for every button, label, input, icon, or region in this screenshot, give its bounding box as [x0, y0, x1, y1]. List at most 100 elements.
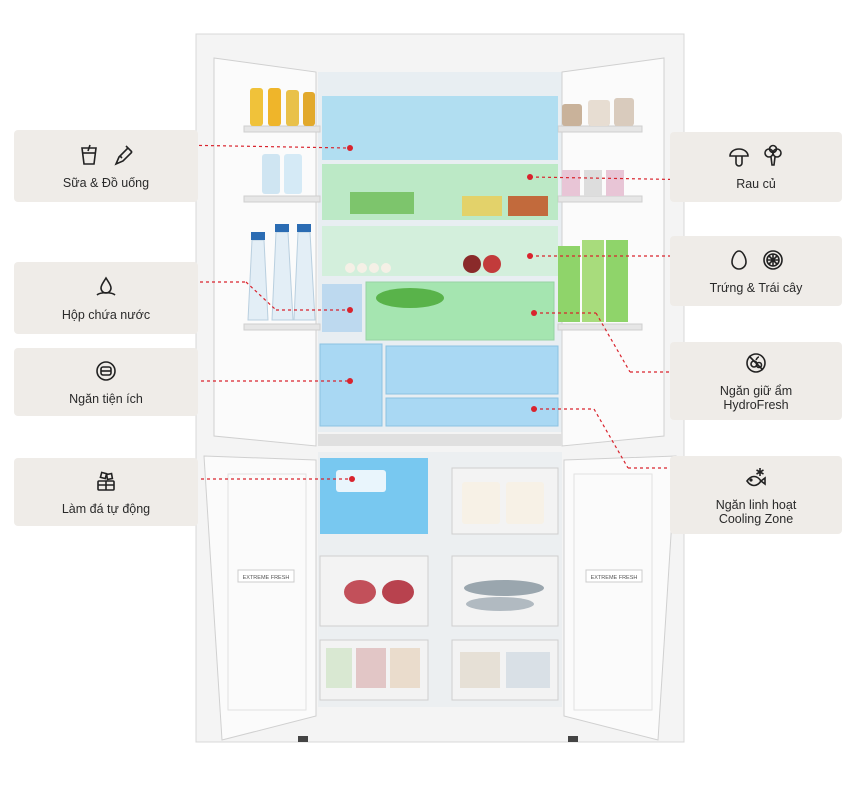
- feature-card-milk-drinks: Sữa & Đồ uống: [14, 130, 198, 202]
- ice-cream-tub: [462, 482, 500, 524]
- meat-pack: [382, 580, 414, 604]
- right-door-badge: [585, 569, 643, 583]
- feature-card-cooling-zone: Ngăn linh hoạt Cooling Zone: [670, 456, 842, 534]
- egg: [369, 263, 379, 273]
- hydrofresh-icon: [746, 353, 766, 373]
- cooling-zone-drawer: [385, 397, 559, 427]
- juice-bottle: [250, 88, 263, 126]
- fridge-foot: [298, 736, 308, 742]
- left-door-shelf-2: [243, 195, 321, 203]
- veg-box: [462, 196, 502, 216]
- left-door-badge: [237, 569, 295, 583]
- veg-box: [508, 196, 548, 216]
- feature-label: Hộp chứa nước: [61, 308, 151, 322]
- leader-dot: [347, 307, 353, 313]
- fish: [464, 580, 544, 596]
- milk-can: [284, 154, 302, 194]
- feature-card-utility: Ngăn tiện ích: [14, 348, 198, 416]
- leader-dot: [349, 476, 355, 482]
- left-door-shelf-1: [243, 125, 321, 133]
- ice-maker-zone: [320, 458, 428, 534]
- ice-tray: [336, 470, 386, 492]
- leader-water-box-2: [245, 281, 277, 311]
- juice-bottle: [303, 92, 315, 126]
- fruit: [483, 255, 501, 273]
- hinge-bar: [318, 434, 562, 446]
- fish: [466, 597, 534, 611]
- water-box-zone: [322, 284, 362, 332]
- food-pack: [460, 652, 500, 688]
- leader-dot: [531, 310, 537, 316]
- leader-milk-drinks: [174, 144, 349, 149]
- jar: [588, 100, 610, 126]
- meat-pack: [344, 580, 376, 604]
- leader-dot: [527, 174, 533, 180]
- fridge-foot: [568, 736, 578, 742]
- fruit: [463, 255, 481, 273]
- feature-card-vegetables: Rau củ: [670, 132, 842, 202]
- right-door-shelf-2: [557, 195, 643, 203]
- feature-label: Trứng & Trái cây: [709, 281, 803, 295]
- fresh-zone-top: [322, 96, 558, 160]
- yogurt-cup: [562, 170, 580, 196]
- ice-cube-icon: [97, 471, 115, 491]
- food-pack: [326, 648, 352, 688]
- egg-icon: [731, 250, 747, 270]
- leader-dot: [531, 406, 537, 412]
- yogurt-cup: [606, 170, 624, 196]
- leader-dot: [347, 145, 353, 151]
- fish-snowflake-icon: [746, 468, 766, 487]
- left-door-shelf-3: [243, 323, 321, 331]
- left-lower-door: [203, 455, 317, 741]
- right-door-shelf-3: [557, 323, 643, 331]
- citrus-icon: [763, 250, 783, 270]
- right-door-shelf-1: [557, 125, 643, 133]
- feature-label: Ngăn tiện ích: [69, 392, 143, 406]
- ice-cream-tub: [506, 482, 544, 524]
- leader-cooling-zone-2: [593, 408, 629, 469]
- feature-card-ice-maker: Làm đá tự động: [14, 458, 198, 526]
- water-drop-icon: [96, 276, 116, 296]
- feature-card-water-box: Hộp chứa nước: [14, 262, 198, 334]
- food-pack: [506, 652, 550, 688]
- feature-label: Làm đá tự động: [61, 502, 151, 516]
- utility-drawer: [319, 343, 383, 427]
- utility-icon: [96, 361, 116, 381]
- feature-label-line1: Ngăn linh hoạt: [715, 498, 797, 512]
- veg-box: [350, 192, 414, 214]
- feature-label: Rau củ: [736, 177, 776, 191]
- feature-label-line1: Ngăn giữ ẩm: [719, 384, 793, 398]
- feature-label: Sữa & Đồ uống: [62, 176, 150, 190]
- juice-carton: [606, 240, 628, 322]
- egg: [381, 263, 391, 273]
- food-pack: [356, 648, 386, 688]
- leader-dot: [347, 378, 353, 384]
- cup-icon: [81, 144, 97, 165]
- left-door-badge-text: EXTREME FRESH: [243, 575, 290, 581]
- mushroom-icon: [729, 148, 749, 167]
- left-lower-door-panel: [227, 473, 307, 711]
- juice-carton: [582, 240, 604, 322]
- bottle-cap: [251, 232, 265, 240]
- juice-bottle: [286, 90, 299, 126]
- feature-label-line2: Cooling Zone: [718, 512, 794, 526]
- juice-carton: [558, 246, 580, 322]
- water-bottle: [247, 239, 269, 321]
- lettuce: [376, 288, 444, 308]
- jar: [614, 98, 634, 126]
- hydrofresh-drawer: [385, 345, 559, 395]
- bottle-cap: [297, 224, 311, 232]
- leader-dot: [527, 253, 533, 259]
- right-lower-door: [563, 455, 677, 741]
- bottle-cap: [275, 224, 289, 232]
- juice-bottle: [268, 88, 281, 126]
- egg: [357, 263, 367, 273]
- bottle-icon: [114, 145, 133, 166]
- jar: [562, 104, 582, 126]
- broccoli-icon: [764, 144, 782, 166]
- yogurt-cup: [584, 170, 602, 196]
- food-pack: [390, 648, 420, 688]
- leader-hydrofresh-2: [595, 312, 631, 373]
- milk-can: [262, 154, 280, 194]
- feature-label-line2: HydroFresh: [723, 398, 789, 412]
